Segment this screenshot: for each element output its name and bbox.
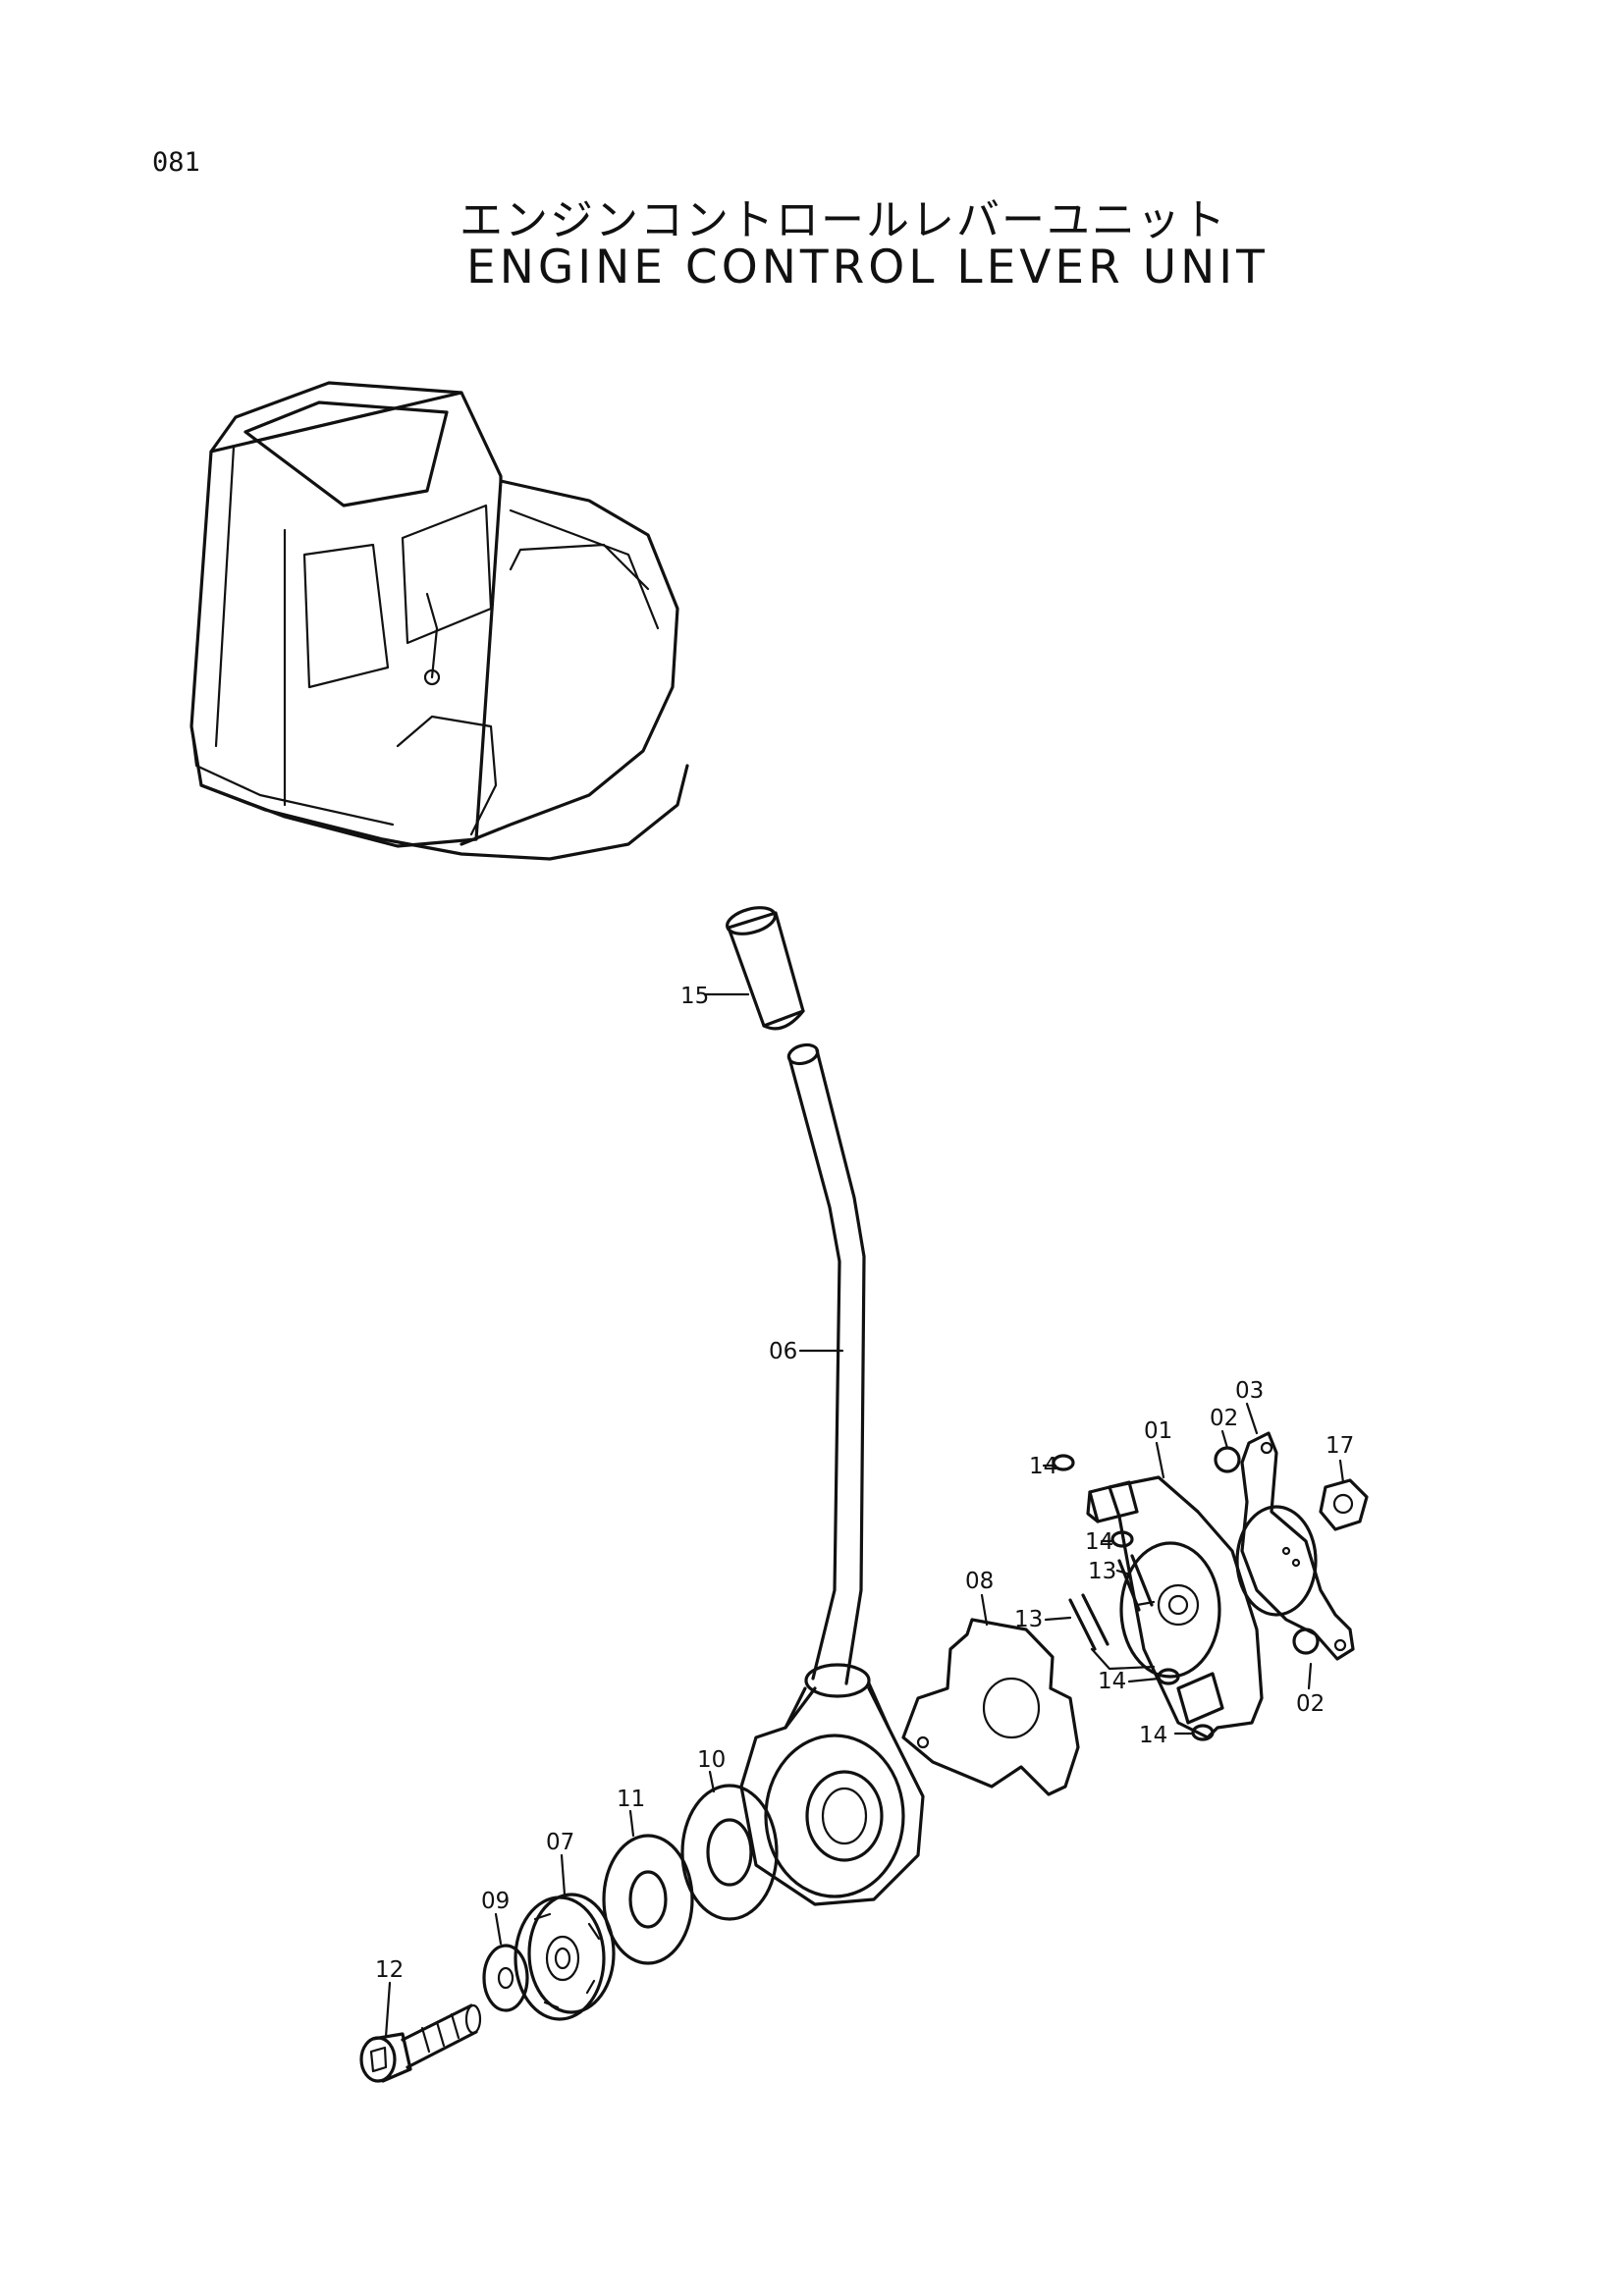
callout-12: 12 (375, 1957, 404, 1983)
part-07-friction-disc (514, 1893, 616, 2021)
leader-lines (384, 992, 1345, 2039)
callout-labels: 15 06 01 02 03 17 14 14 13 13 08 14 14 0… (375, 984, 1354, 1983)
callout-14-d: 14 (1139, 1723, 1167, 1748)
callout-14-b: 14 (1085, 1529, 1113, 1555)
part-03-spring-plate (1235, 1431, 1355, 1661)
callout-02-bottom: 02 (1296, 1691, 1325, 1717)
callout-14-a: 14 (1029, 1454, 1057, 1479)
part-10-washer (680, 1784, 779, 1921)
callout-13-b: 13 (1014, 1607, 1043, 1632)
callout-03: 03 (1235, 1378, 1264, 1404)
part-11-washer (602, 1834, 694, 1965)
callout-02-top: 02 (1210, 1406, 1238, 1431)
callout-14-c: 14 (1098, 1669, 1126, 1694)
callout-15: 15 (680, 984, 709, 1009)
callout-08: 08 (965, 1569, 994, 1594)
callout-11: 11 (617, 1787, 645, 1812)
small-fasteners (1052, 1446, 1369, 1741)
part-12-bolt (359, 2003, 482, 2083)
callout-13-a: 13 (1088, 1559, 1116, 1584)
callout-06: 06 (769, 1339, 797, 1364)
page-number: 081 (152, 147, 200, 178)
callout-10: 10 (697, 1747, 726, 1773)
callout-17: 17 (1325, 1433, 1354, 1459)
callout-09: 09 (481, 1889, 510, 1914)
excavator-cab-illustration (189, 381, 689, 861)
title-english: ENGINE CONTROL LEVER UNIT (466, 240, 1269, 294)
part-15-lever-grip (726, 906, 805, 1031)
part-09-spring-washer (482, 1944, 529, 2012)
title-japanese: エンジンコントロールレバーユニット (460, 195, 1227, 245)
part-08-stopper-plate (901, 1618, 1080, 1796)
part-06-lever-rod (784, 1042, 891, 1730)
callout-01: 01 (1144, 1418, 1172, 1444)
part-01-bracket (1086, 1475, 1264, 1739)
lever-boss (739, 1686, 925, 1906)
callout-07: 07 (546, 1830, 574, 1855)
